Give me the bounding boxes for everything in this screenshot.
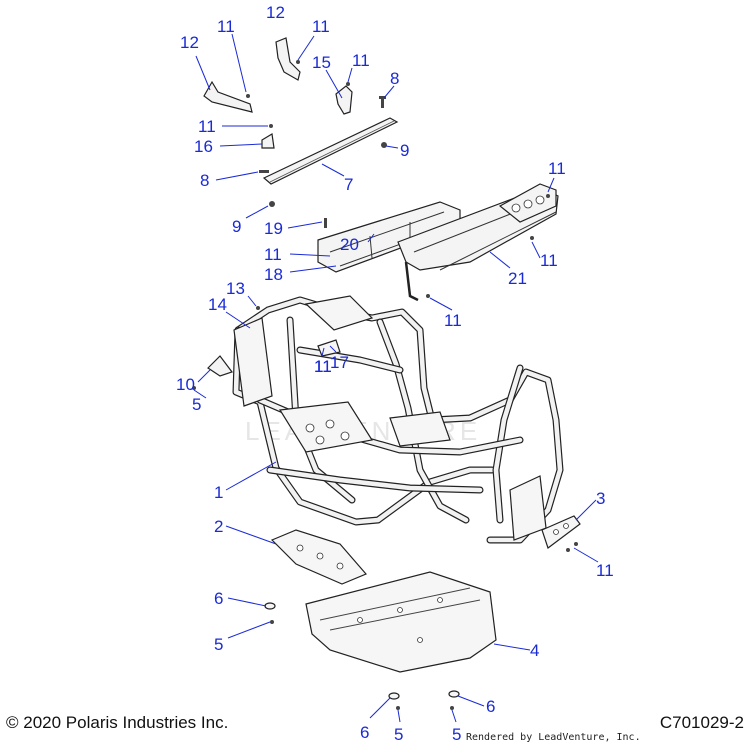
bolt-8-top: [379, 96, 386, 108]
bolt-5-right: [450, 706, 454, 710]
callout-label: 1: [214, 483, 223, 502]
callout-label: 11: [314, 357, 332, 376]
callout-label: 6: [214, 589, 223, 608]
bracket-10: [207, 355, 233, 377]
bolt-5-left: [270, 620, 274, 624]
bolt-11-b: [269, 124, 273, 128]
callout-label: 11: [264, 245, 282, 264]
leader-lines: [193, 33, 599, 723]
callout-label: 11: [548, 159, 566, 178]
bolt-11-f: [566, 548, 570, 552]
bolt-11-d: [530, 236, 534, 240]
grommet-6-right: [448, 690, 460, 698]
crossbar-7: [262, 117, 399, 185]
callout-label: 2: [214, 517, 223, 536]
copyright-notice: © 2020 Polaris Industries Inc.: [6, 713, 229, 732]
bolt-5-bottom: [396, 706, 400, 710]
callout-label: 14: [208, 295, 227, 314]
callout-label: 11: [198, 117, 216, 136]
callout-label: 11: [314, 357, 332, 376]
skid-plate-4: [305, 571, 497, 673]
callout-label: 11: [217, 17, 235, 36]
bracket-15: [335, 85, 353, 115]
bolt-5-front: [192, 386, 196, 390]
callout-label: 11: [596, 561, 614, 580]
callout-label: 4: [530, 641, 539, 660]
callout-label: 6: [360, 723, 369, 742]
callout-label: 8: [390, 69, 399, 88]
callout-label: 9: [400, 141, 409, 160]
callout-label: 5: [452, 725, 461, 744]
callout-label: 8: [200, 171, 209, 190]
callout-label: 15: [312, 53, 331, 72]
callout-label: 5: [394, 725, 403, 744]
skid-plate-2: [270, 529, 367, 585]
drawing-number: C701029-2: [659, 713, 744, 732]
bracket-12-left: [203, 80, 253, 113]
callout-label: 11: [352, 51, 370, 70]
callout-label: 19: [264, 219, 283, 238]
bolt-13: [256, 306, 260, 310]
bolt-19: [324, 218, 327, 228]
bracket-12-top: [275, 37, 301, 81]
callout-label: 17: [330, 353, 349, 372]
bracket-3: [541, 515, 581, 549]
callout-label: 20: [340, 235, 359, 254]
rear-frame-21: [397, 183, 559, 302]
callout-label: 9: [232, 217, 241, 236]
callout-label: 6: [486, 697, 495, 716]
bolt-11-e: [426, 294, 430, 298]
rendered-by-credit: Rendered by LeadVenture, Inc.: [466, 732, 641, 743]
grommet-6-bottom: [388, 692, 400, 700]
callout-label: 16: [194, 137, 213, 156]
callout-label: 11: [540, 251, 558, 270]
callout-label: 11: [444, 311, 462, 330]
bolt-11-g: [574, 542, 578, 546]
callout-label: 11: [312, 17, 330, 36]
bolt-11-a: [346, 82, 350, 86]
bolt-11-c: [546, 194, 550, 198]
callout-label: 10: [176, 375, 195, 394]
nut-9-bottom: [269, 201, 275, 207]
callout-labels: 11 12 11 12 11 15 11 8 11 16 9 8 7 11 9 …: [176, 3, 614, 744]
callout-label: 5: [192, 395, 201, 414]
callout-label: 12: [180, 33, 199, 52]
main-frame-1: [232, 295, 564, 544]
callout-label: 3: [596, 489, 605, 508]
grommet-6-left: [264, 602, 276, 610]
callout-label: 18: [264, 265, 283, 284]
bracket-16: [261, 133, 275, 149]
callout-label: 13: [226, 279, 245, 298]
bolt-8-left: [259, 170, 269, 173]
callout-label: 5: [214, 635, 223, 654]
callout-label: 12: [266, 3, 285, 22]
callout-label: 7: [344, 175, 353, 194]
nut-9-top: [381, 142, 387, 148]
callout-label: 21: [508, 269, 527, 288]
